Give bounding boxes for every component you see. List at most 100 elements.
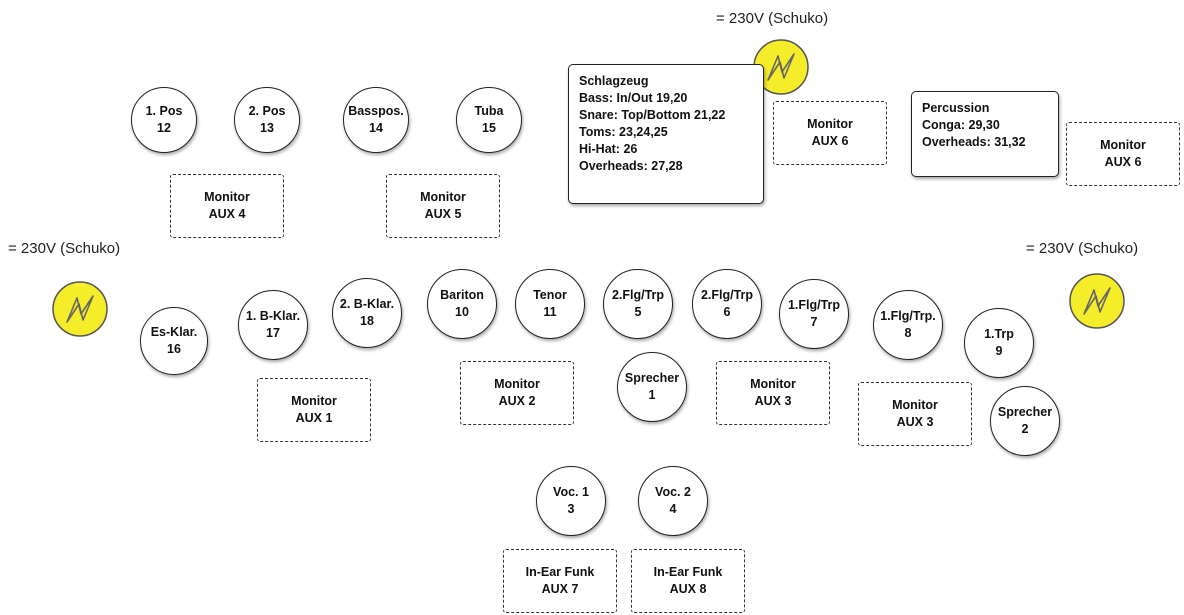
speaker-sprecher-1: Sprecher 1: [617, 352, 687, 422]
node-label: Tuba: [474, 104, 504, 118]
node-channel: 17: [266, 326, 280, 340]
percussion-line: Overheads: 31,32: [922, 135, 1026, 149]
node-channel: AUX 7: [541, 582, 579, 596]
instrument-esklar: Es-Klar. 16: [140, 307, 208, 375]
percussion-title: Percussion: [922, 101, 990, 115]
node-channel: AUX 2: [498, 394, 536, 408]
node-label: Monitor: [892, 398, 938, 412]
node-label: Monitor: [420, 190, 466, 204]
node-label: Es-Klar.: [150, 325, 198, 339]
node-label: Monitor: [807, 117, 853, 131]
node-label: 1.Flg/Trp.: [880, 309, 936, 323]
power-outlet-icon: [1069, 273, 1125, 329]
node-channel: 6: [723, 305, 731, 319]
node-channel: 12: [157, 121, 171, 135]
node-channel: 16: [167, 342, 181, 356]
node-label: Voc. 2: [655, 485, 691, 499]
instrument-tenor: Tenor 11: [515, 269, 585, 339]
node-channel: 11: [543, 305, 557, 319]
node-label: 1.Trp: [984, 327, 1014, 341]
power-outlet-icon: [52, 281, 108, 337]
node-label: In-Ear Funk: [653, 565, 723, 579]
node-channel: 2: [1021, 422, 1029, 436]
node-channel: 3: [567, 502, 575, 516]
power-label-right: = 230V (Schuko): [1026, 240, 1139, 257]
schlagzeug-line: Overheads: 27,28: [579, 159, 683, 173]
node-channel: AUX 3: [896, 415, 934, 429]
node-label: 2.Flg/Trp: [611, 288, 665, 302]
node-channel: 1: [648, 388, 656, 402]
schlagzeug-box: Schlagzeug Bass: In/Out 19,20 Snare: Top…: [568, 64, 764, 204]
node-label: Monitor: [750, 377, 796, 391]
schlagzeug-line: Toms: 23,24,25: [579, 125, 668, 139]
instrument-trp-9: 1.Trp 9: [964, 308, 1034, 378]
node-label: Sprecher: [624, 371, 680, 385]
node-channel: 5: [634, 305, 642, 319]
node-label: 2.Flg/Trp: [700, 288, 754, 302]
percussion-line: Conga: 29,30: [922, 118, 1000, 132]
node-channel: AUX 3: [754, 394, 792, 408]
node-channel: 8: [904, 326, 912, 340]
power-label-top: = 230V (Schuko): [716, 10, 829, 27]
node-label: 2. Pos: [248, 104, 286, 118]
instrument-flgtrp-5: 2.Flg/Trp 5: [603, 269, 673, 339]
node-channel: 7: [810, 315, 818, 329]
node-channel: 13: [260, 121, 274, 135]
node-channel: AUX 6: [1104, 155, 1142, 169]
node-label: Monitor: [291, 394, 337, 408]
node-label: Monitor: [494, 377, 540, 391]
instrument-bklar2: 2. B-Klar. 18: [332, 278, 402, 348]
node-channel: AUX 4: [208, 207, 246, 221]
node-channel: 14: [369, 121, 383, 135]
node-label: 2. B-Klar.: [339, 297, 395, 311]
node-channel: AUX 1: [295, 411, 333, 425]
power-label-left: = 230V (Schuko): [8, 240, 121, 257]
node-label: 1. B-Klar.: [245, 309, 301, 323]
schlagzeug-line: Hi-Hat: 26: [579, 142, 638, 156]
speaker-sprecher-2: Sprecher 2: [990, 386, 1060, 456]
node-label: Monitor: [204, 190, 250, 204]
node-channel: 10: [455, 305, 469, 319]
node-channel: AUX 6: [811, 134, 849, 148]
percussion-box: Percussion Conga: 29,30 Overheads: 31,32: [911, 91, 1059, 177]
instrument-flgtrp-7: 1.Flg/Trp 7: [779, 279, 849, 349]
node-label: Basspos.: [348, 104, 404, 118]
instrument-pos2: 2. Pos 13: [234, 87, 300, 153]
node-channel: 18: [360, 314, 374, 328]
node-label: 1.Flg/Trp: [787, 298, 841, 312]
node-label: Bariton: [440, 288, 484, 302]
instrument-basspos: Basspos. 14: [343, 87, 409, 153]
instrument-bariton: Bariton 10: [427, 269, 497, 339]
node-label: In-Ear Funk: [525, 565, 595, 579]
node-channel: 15: [482, 121, 496, 135]
schlagzeug-line: Snare: Top/Bottom 21,22: [579, 108, 726, 122]
instrument-bklar1: 1. B-Klar. 17: [238, 290, 308, 360]
vocal-voc-2: Voc. 2 4: [638, 466, 708, 536]
node-label: Voc. 1: [553, 485, 589, 499]
instrument-flgtrp-8: 1.Flg/Trp. 8: [873, 290, 943, 360]
node-label: Tenor: [533, 288, 567, 302]
node-label: 1. Pos: [145, 104, 183, 118]
instrument-pos1: 1. Pos 12: [131, 87, 197, 153]
node-channel: AUX 5: [424, 207, 462, 221]
schlagzeug-title: Schlagzeug: [579, 74, 649, 88]
instrument-flgtrp-6: 2.Flg/Trp 6: [692, 269, 762, 339]
node-channel: 9: [995, 344, 1003, 358]
node-label: Monitor: [1100, 138, 1146, 152]
node-label: Sprecher: [997, 405, 1053, 419]
schlagzeug-line: Bass: In/Out 19,20: [579, 91, 688, 105]
node-channel: AUX 8: [669, 582, 707, 596]
instrument-tuba: Tuba 15: [456, 87, 522, 153]
node-channel: 4: [669, 502, 677, 516]
vocal-voc-1: Voc. 1 3: [536, 466, 606, 536]
